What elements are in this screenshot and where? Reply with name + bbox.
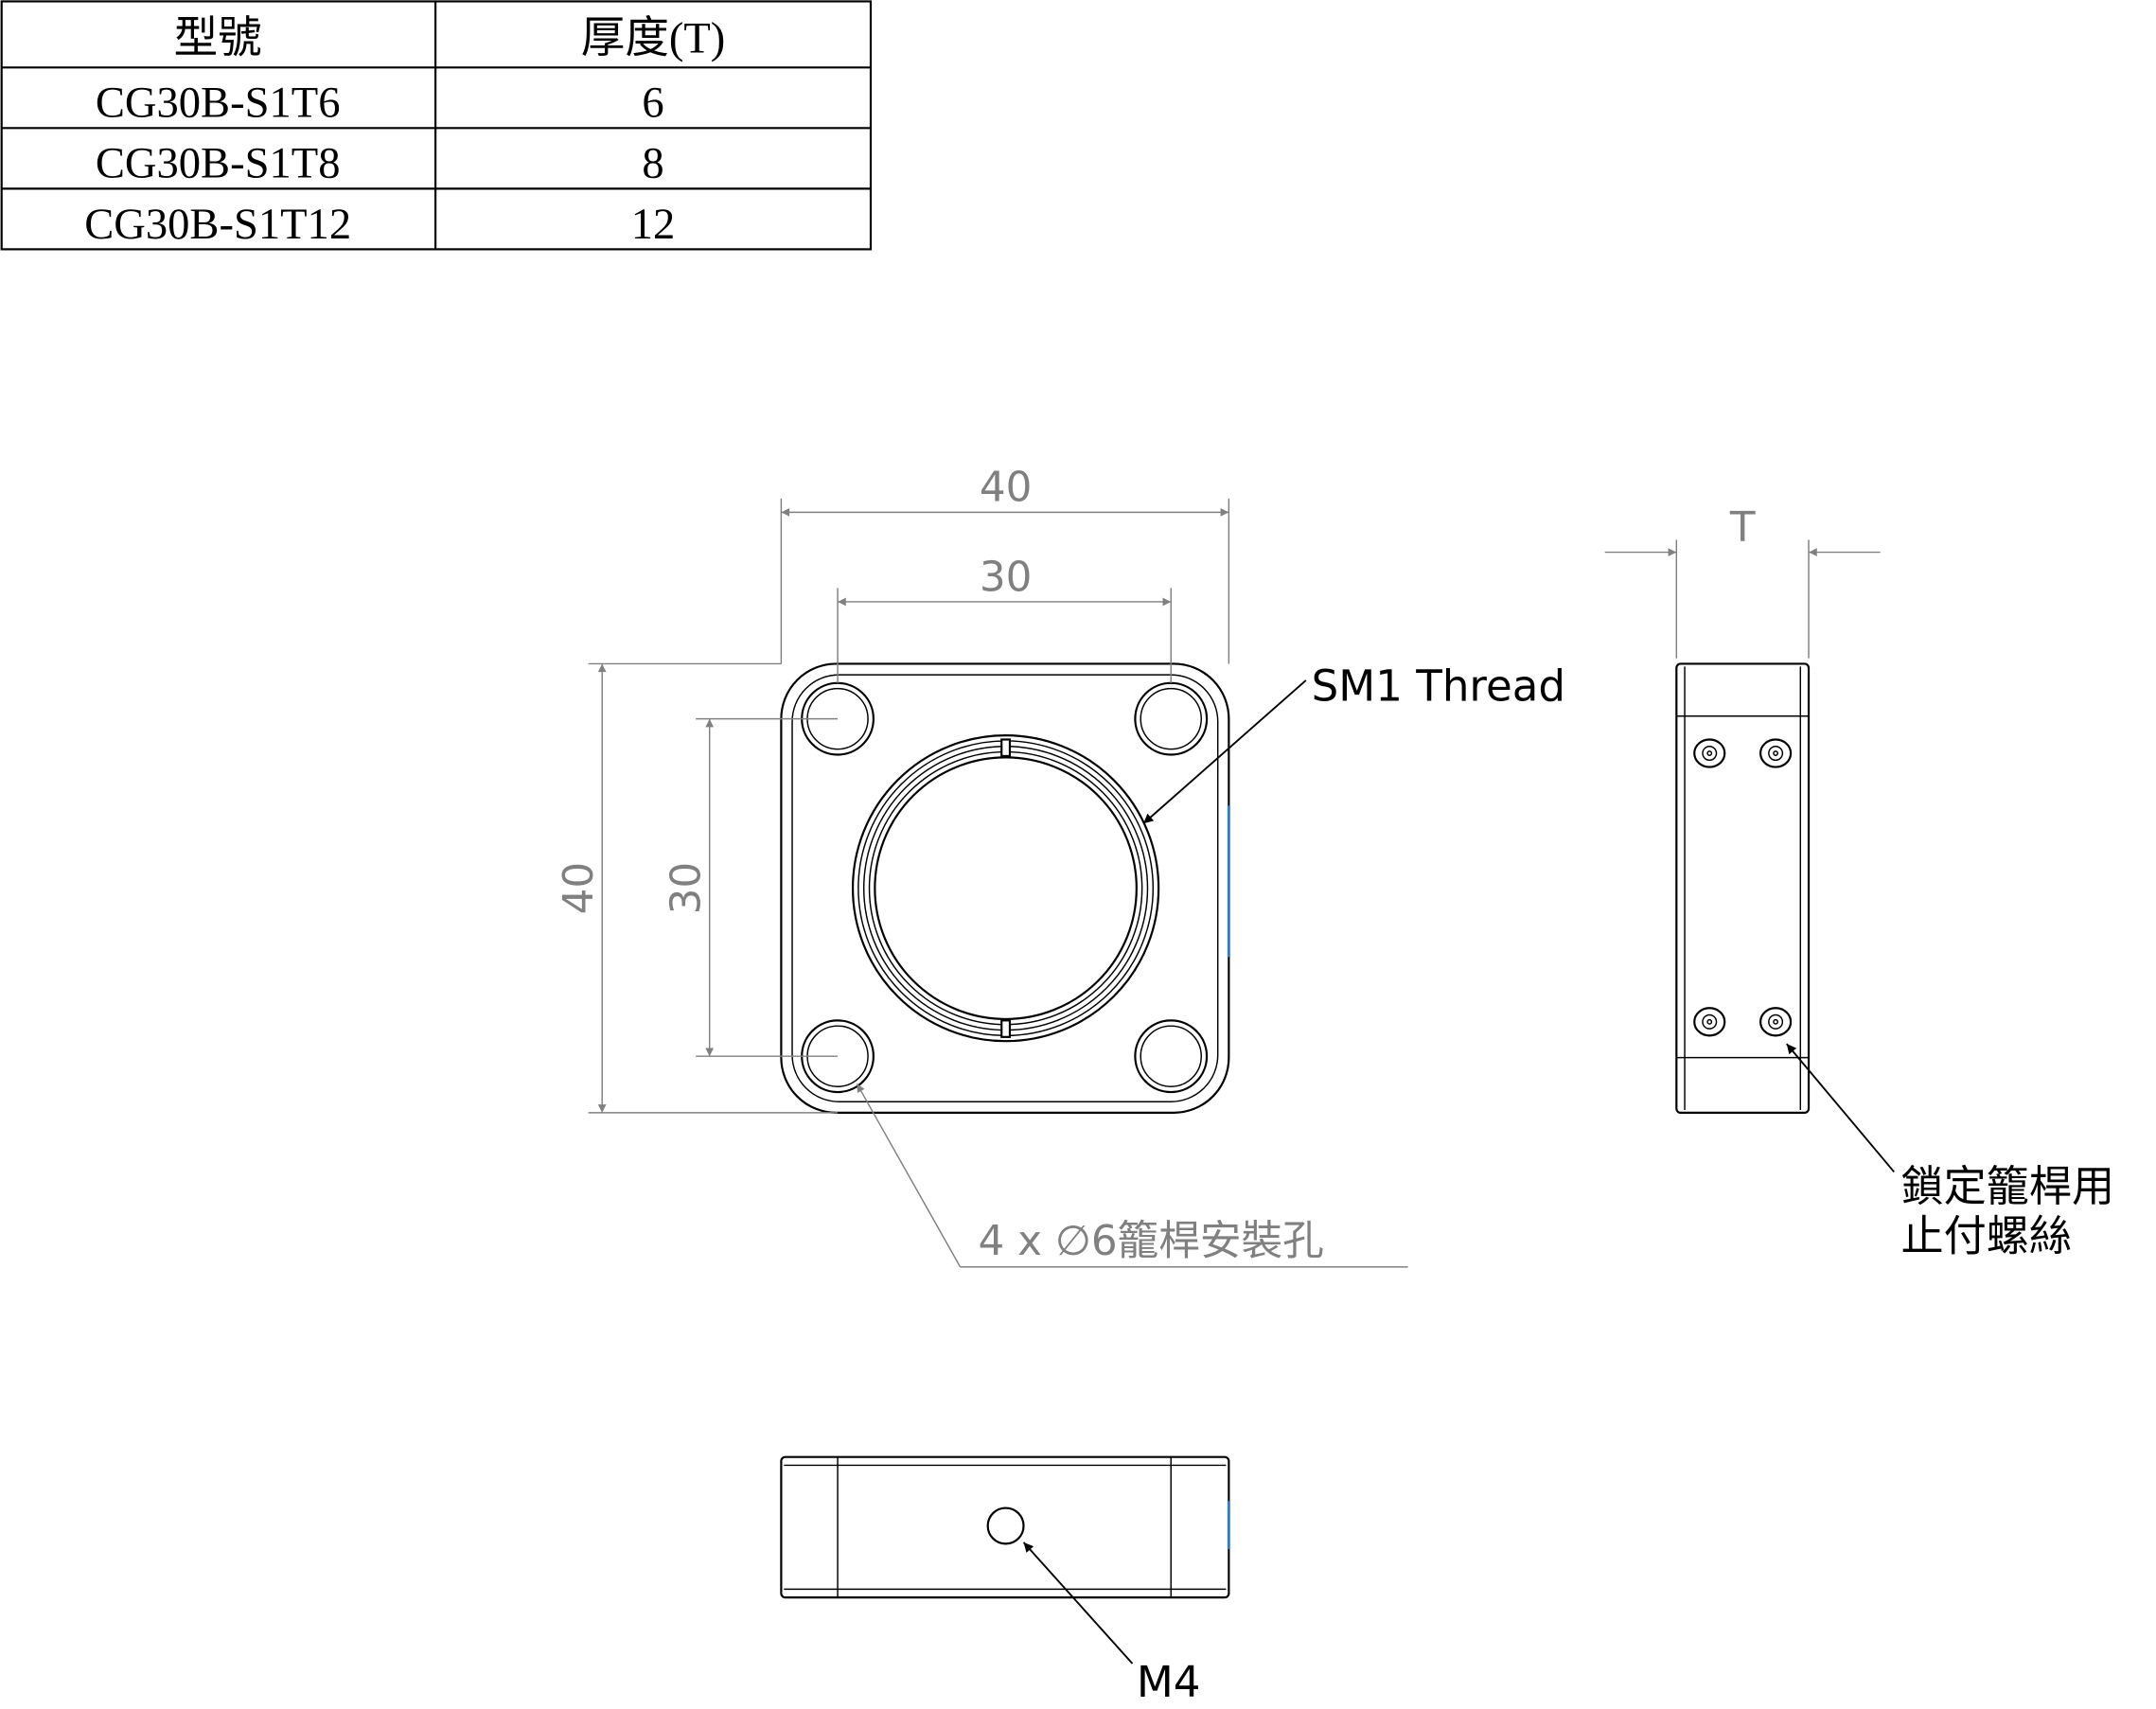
set-screw (1758, 1007, 1793, 1037)
thread-leader-line (1142, 679, 1307, 824)
bottom-view (780, 1455, 1230, 1599)
set-screw-label: 鎖定籠桿用 (1901, 1161, 2115, 1211)
table-cell-thickness: 8 (642, 140, 663, 188)
set-screw (1758, 738, 1793, 768)
dimension-outer-width: 40 (980, 464, 1033, 512)
side-dimensions (1604, 539, 1881, 659)
dimension-hole-spacing-x: 30 (980, 553, 1033, 601)
thread-label: SM1 Thread (1312, 661, 1565, 712)
dimension-thickness: T (1729, 503, 1756, 552)
side-view (1675, 662, 1811, 1114)
set-screw (1693, 1007, 1726, 1037)
front-dimensions (588, 498, 1408, 1268)
table-cell-model: CG30B-S1T6 (96, 79, 341, 128)
table-cell-model: CG30B-S1T8 (96, 140, 341, 188)
dimension-outer-height: 40 (555, 862, 603, 915)
model-table (0, 0, 873, 251)
table-cell-thickness: 12 (631, 201, 676, 249)
table-header-thickness: 厚度(T) (581, 14, 726, 62)
sm1-thread-bore (851, 734, 1160, 1043)
front-view (780, 662, 1230, 1114)
table-cell-model: CG30B-S1T12 (84, 201, 351, 249)
m4-tapped-hole (986, 1506, 1025, 1545)
screw-leader-line (1786, 1043, 1895, 1173)
set-screw-label: 止付螺絲 (1901, 1210, 2072, 1260)
cage-rod-hole (1134, 681, 1209, 756)
cage-rod-hole (1134, 1019, 1209, 1094)
cage-rod-hole-label: 4 x ∅6籠桿安裝孔 (978, 1217, 1323, 1265)
m4-label: M4 (1137, 1657, 1201, 1707)
m4-leader-line (1022, 1542, 1134, 1665)
dimension-hole-spacing-y: 30 (663, 862, 711, 915)
table-cell-thickness: 6 (642, 79, 663, 128)
set-screw (1693, 738, 1726, 768)
table-header-model: 型號 (174, 14, 262, 62)
